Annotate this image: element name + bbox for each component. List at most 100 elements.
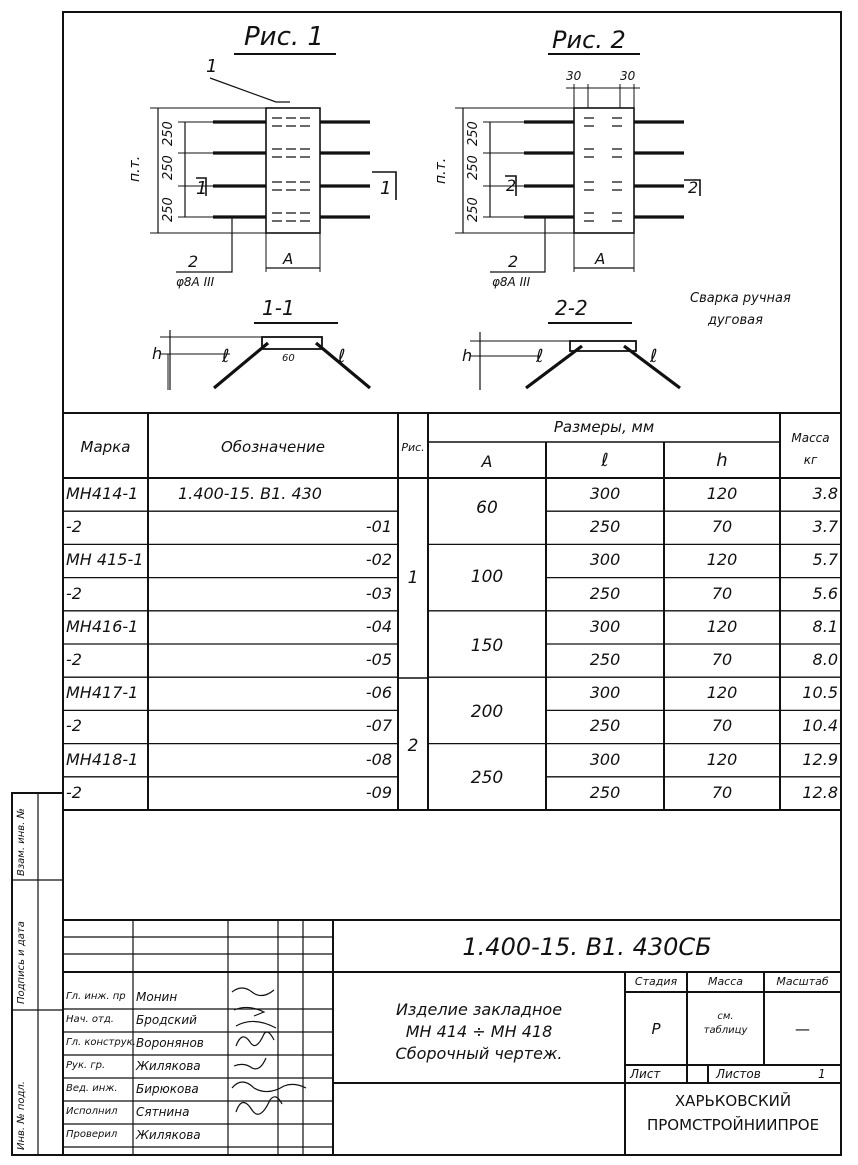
stamp-stage-value: Р bbox=[651, 1020, 661, 1038]
stamp-person-name: Бирюкова bbox=[136, 1082, 199, 1096]
row-l: 250 bbox=[589, 517, 621, 537]
col-header-mass: Масса bbox=[791, 431, 830, 445]
row-mark: -2 bbox=[66, 782, 82, 802]
fig-value-group-1: 1 bbox=[407, 568, 419, 588]
document-title-line-1: Изделие закладное bbox=[395, 1000, 563, 1019]
row-designation: -07 bbox=[365, 716, 392, 736]
a-value-group-3: 150 bbox=[470, 636, 504, 656]
row-l: 250 bbox=[589, 782, 621, 802]
row-l: 250 bbox=[589, 650, 621, 669]
row-mass: 3.8 bbox=[812, 484, 838, 503]
figure-2-section-mark-right: 2 bbox=[688, 178, 699, 197]
stamp-scale-value: — bbox=[795, 1020, 810, 1038]
row-l: 300 bbox=[589, 749, 621, 769]
figure-1-section-mark-left: 1 bbox=[196, 178, 208, 199]
welding-note-line-1: Сварка ручная bbox=[690, 291, 791, 306]
figure-2-section-mark-left: 2 bbox=[506, 176, 517, 195]
a-value-group-4: 200 bbox=[470, 702, 504, 722]
document-title-line-2: МН 414 ÷ МН 418 bbox=[405, 1022, 553, 1041]
row-l: 250 bbox=[589, 583, 621, 603]
col-header-h: h bbox=[716, 450, 728, 471]
row-mark: МН416-1 bbox=[66, 616, 139, 636]
section-2-2-l-right: ℓ bbox=[650, 346, 658, 367]
row-mark: -2 bbox=[66, 583, 82, 603]
section-1-1-h: h bbox=[152, 344, 163, 363]
row-mark: МН417-1 bbox=[66, 683, 139, 703]
row-mark: МН414-1 bbox=[66, 484, 139, 503]
stamp-role: Гл. конструк. bbox=[66, 1037, 136, 1048]
row-designation: -09 bbox=[365, 782, 392, 802]
figure-2-dim-1: 250 bbox=[466, 121, 481, 146]
section-2-2-h: h bbox=[462, 346, 473, 365]
section-1-1-title: 1-1 bbox=[262, 296, 295, 320]
row-h: 70 bbox=[711, 782, 733, 802]
section-1-1-drawing bbox=[160, 322, 372, 390]
stamp-person-name: Бродский bbox=[136, 1013, 197, 1027]
row-designation: 1.400-15. В1. 430 bbox=[178, 484, 322, 503]
stamp-sheets-label: Листов bbox=[716, 1067, 761, 1081]
stamp-person-name: Монин bbox=[136, 990, 178, 1004]
a-value-group-2: 100 bbox=[470, 567, 504, 587]
row-mass: 10.4 bbox=[802, 716, 838, 736]
row-mass: 8.1 bbox=[812, 616, 838, 636]
stamp-role: Вед. инж. bbox=[66, 1083, 118, 1094]
figure-2-top-dim-1: 30 bbox=[566, 69, 582, 83]
row-mark: МН418-1 bbox=[66, 749, 139, 769]
figure-1-side-dim: п.т. bbox=[127, 155, 143, 182]
row-l: 300 bbox=[589, 484, 621, 503]
col-header-mass-unit: кг bbox=[803, 453, 818, 467]
document-title-line-3: Сборочный чертеж. bbox=[395, 1044, 563, 1063]
row-designation: -05 bbox=[365, 650, 392, 669]
figure-2-drawing bbox=[455, 53, 701, 273]
stamp-sheets-value: 1 bbox=[818, 1067, 826, 1081]
stamp-header-scale: Масштаб bbox=[776, 975, 829, 988]
row-mass: 12.9 bbox=[802, 749, 838, 769]
row-mark: МН 415-1 bbox=[66, 550, 144, 570]
section-1-1-l-left: ℓ bbox=[222, 346, 230, 367]
section-1-1-width: 60 bbox=[282, 353, 295, 364]
row-mass: 3.7 bbox=[812, 517, 838, 537]
figure-1-title: Рис. 1 bbox=[244, 22, 324, 52]
side-label-signature-date: Подпись и дата bbox=[16, 921, 27, 1004]
row-h: 70 bbox=[711, 716, 733, 736]
row-mass: 8.0 bbox=[812, 650, 838, 669]
figure-2-bar-spec: φ8А III bbox=[492, 275, 531, 289]
figure-1-dim-3: 250 bbox=[161, 197, 176, 222]
figure-1-drawing bbox=[150, 53, 397, 273]
row-h: 120 bbox=[706, 616, 738, 636]
stamp-person-name: Сятнина bbox=[136, 1105, 190, 1119]
a-value-group-5: 250 bbox=[470, 768, 504, 788]
section-1-1-l-right: ℓ bbox=[338, 346, 346, 367]
row-mass: 5.6 bbox=[812, 583, 838, 603]
row-l: 300 bbox=[589, 683, 621, 703]
figure-1-dim-2: 250 bbox=[161, 155, 176, 180]
figure-1-dim-1: 250 bbox=[161, 121, 176, 146]
figure-2-bar-number: 2 bbox=[508, 252, 519, 271]
signatures bbox=[231, 987, 307, 1115]
figure-1-width-label: А bbox=[283, 250, 294, 268]
section-2-2-l-left: ℓ bbox=[536, 346, 544, 367]
row-mass: 10.5 bbox=[802, 683, 838, 703]
figure-1-bar-number: 2 bbox=[188, 252, 199, 271]
stamp-role: Исполнил bbox=[66, 1106, 118, 1117]
row-l: 300 bbox=[589, 616, 621, 636]
figure-2-side-dim: п.т. bbox=[433, 157, 449, 184]
section-2-2-drawing bbox=[470, 322, 681, 390]
stamp-role: Нач. отд. bbox=[66, 1014, 114, 1025]
welding-note-line-2: дуговая bbox=[708, 313, 763, 328]
row-h: 70 bbox=[711, 650, 733, 669]
col-header-fig: Рис. bbox=[401, 441, 425, 454]
organization-line-1: ХАРЬКОВСКИЙ bbox=[674, 1092, 792, 1110]
stamp-person-name: Жилякова bbox=[136, 1059, 201, 1073]
stamp-person-name: Воронянов bbox=[136, 1036, 204, 1050]
row-h: 70 bbox=[711, 517, 733, 537]
row-h: 120 bbox=[706, 683, 738, 703]
fig-value-group-2: 2 bbox=[407, 736, 419, 756]
stamp-header-stage: Стадия bbox=[634, 975, 678, 988]
row-designation: -03 bbox=[365, 583, 392, 603]
row-mass: 12.8 bbox=[802, 782, 838, 802]
stamp-person-name: Жилякова bbox=[136, 1128, 201, 1142]
row-l: 250 bbox=[589, 716, 621, 736]
row-designation: -01 bbox=[365, 517, 392, 537]
row-h: 120 bbox=[706, 749, 738, 769]
